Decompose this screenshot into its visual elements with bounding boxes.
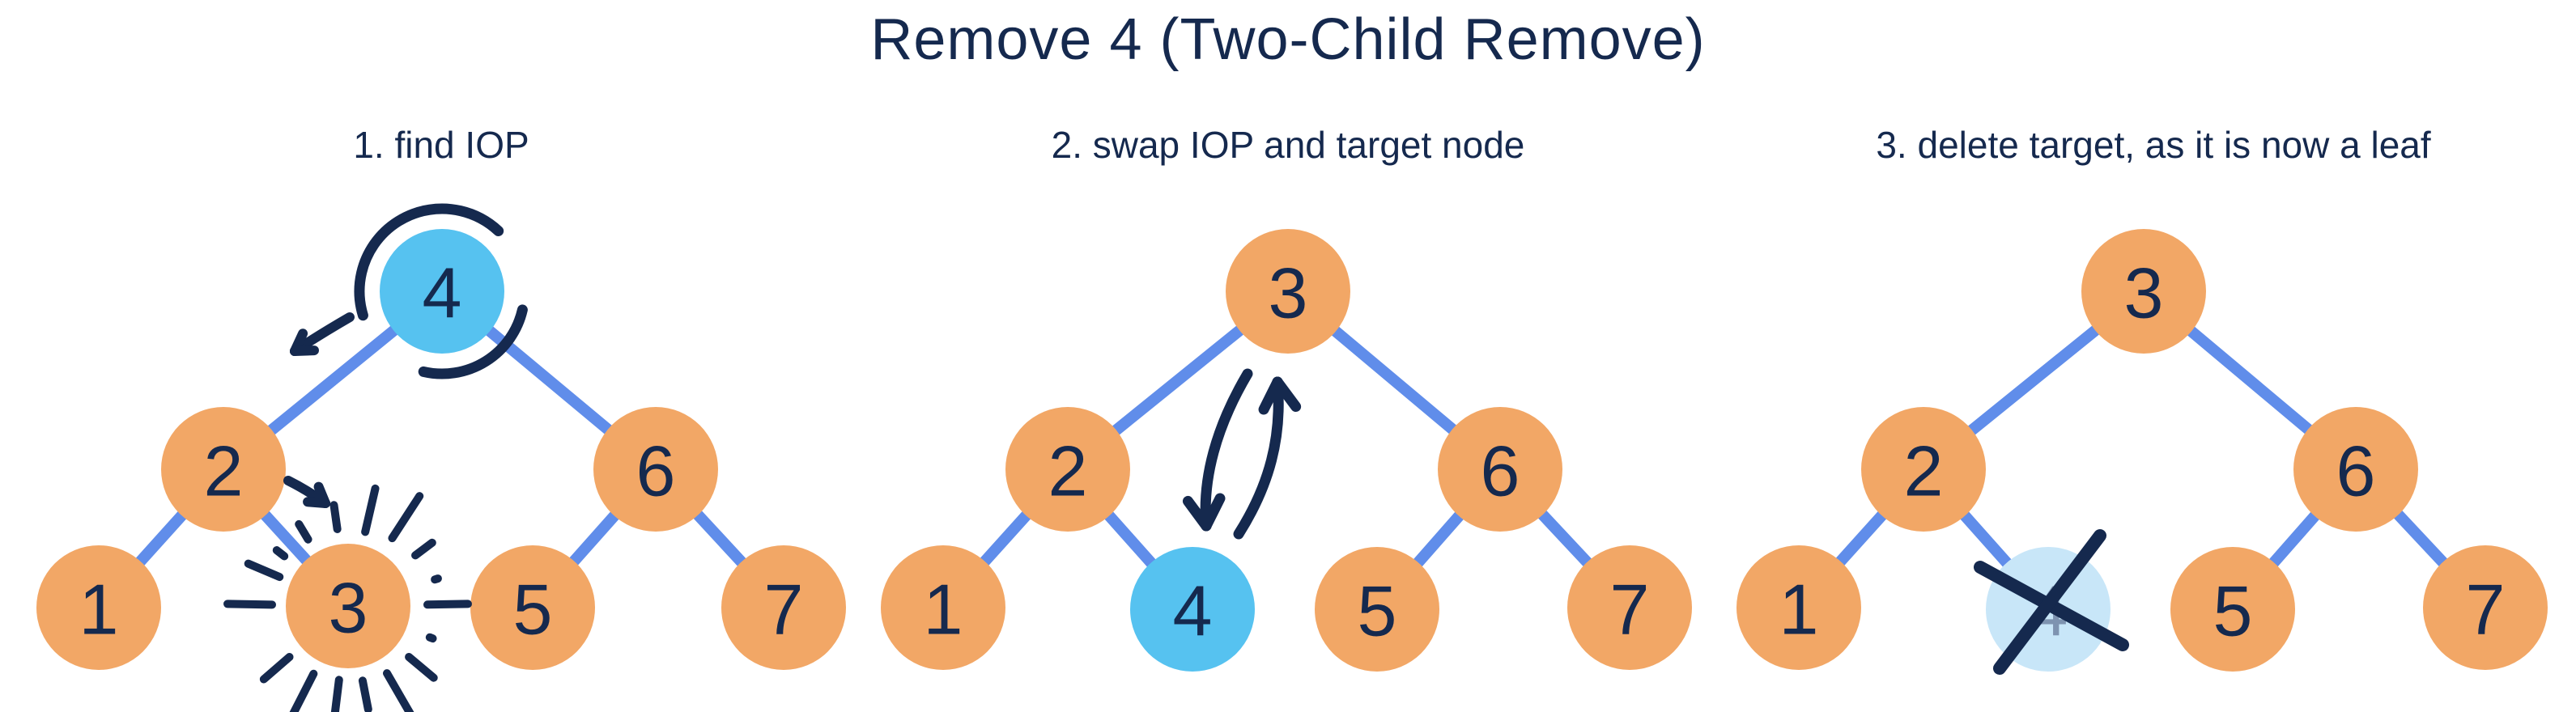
tree-node-6: 6 bbox=[1438, 407, 1562, 532]
node-label: 3 bbox=[329, 568, 368, 648]
node-label: 6 bbox=[2336, 431, 2376, 511]
arrow-shaft bbox=[1233, 376, 1284, 540]
node-label: 2 bbox=[1048, 431, 1088, 511]
tree-node-6: 6 bbox=[2293, 407, 2418, 532]
node-label: 6 bbox=[636, 431, 676, 511]
starburst-ray bbox=[411, 538, 436, 560]
node-circle bbox=[881, 545, 1005, 670]
node-label: 2 bbox=[204, 431, 244, 511]
tree-node-2: 2 bbox=[1861, 407, 1986, 532]
tree-node-2: 2 bbox=[161, 407, 286, 532]
node-circle bbox=[1226, 229, 1350, 354]
tree-node-3: 3 bbox=[286, 544, 410, 668]
arrowhead-stroke bbox=[313, 481, 330, 508]
starburst-ray bbox=[383, 669, 414, 712]
node-label: 7 bbox=[1610, 570, 1650, 650]
tree-node-4: 4 bbox=[380, 229, 504, 354]
node-label: 3 bbox=[2124, 253, 2164, 333]
starburst-ray bbox=[330, 676, 343, 712]
node-circle bbox=[1315, 547, 1439, 672]
node-label: 7 bbox=[764, 570, 804, 650]
target-node-circle-annotation bbox=[354, 203, 530, 379]
arrowhead-stroke bbox=[290, 345, 319, 356]
node-circle bbox=[470, 545, 595, 670]
node-circle bbox=[2423, 545, 2548, 670]
node-circle bbox=[721, 545, 846, 670]
panel-3-subtitle: 3. delete target, as it is now a leaf bbox=[1876, 124, 2431, 166]
tree-node-5: 5 bbox=[470, 545, 595, 670]
swap-arrow-down bbox=[1182, 368, 1253, 532]
starburst-ray bbox=[405, 652, 438, 682]
tree-node-2: 2 bbox=[1005, 407, 1130, 532]
tree-node-3: 3 bbox=[1226, 229, 1350, 354]
starburst-ray bbox=[431, 574, 442, 584]
node-circle bbox=[380, 229, 504, 354]
node-circle bbox=[1861, 407, 1986, 532]
tree-node-4: 4 bbox=[1130, 547, 1255, 672]
search-left-arrow bbox=[290, 312, 355, 356]
node-circle bbox=[2081, 229, 2206, 354]
tree-node-7: 7 bbox=[1567, 545, 1692, 670]
arrowhead-stroke bbox=[1201, 493, 1226, 532]
starburst-ray bbox=[358, 676, 372, 712]
node-label: 4 bbox=[1173, 571, 1213, 651]
node-circle bbox=[286, 544, 410, 668]
node-label: 3 bbox=[1269, 253, 1308, 333]
iop-starburst-annotation bbox=[223, 484, 472, 712]
node-circle bbox=[1005, 407, 1130, 532]
node-label: 4 bbox=[423, 253, 462, 333]
node-circle bbox=[161, 407, 286, 532]
node-label: 7 bbox=[2466, 570, 2506, 650]
tree-node-5: 5 bbox=[2170, 547, 2295, 672]
node-circle bbox=[2170, 547, 2295, 672]
node-label: 2 bbox=[1904, 431, 1944, 511]
arrow-to-iop bbox=[283, 476, 330, 508]
node-circle bbox=[593, 407, 718, 532]
tree-node-6: 6 bbox=[593, 407, 718, 532]
node-label: 1 bbox=[924, 570, 963, 650]
node-label: 5 bbox=[2213, 571, 2253, 651]
starburst-ray bbox=[329, 501, 342, 533]
panel-step-1: 4 2 6 1 3 5 7 bbox=[36, 203, 846, 712]
starburst-ray bbox=[361, 484, 380, 536]
panel-step-2: 3 2 6 1 4 5 7 bbox=[881, 229, 1692, 672]
panel-1-subtitle: 1. find IOP bbox=[353, 124, 529, 166]
node-label: 6 bbox=[1481, 431, 1520, 511]
diagram-title: Remove 4 (Two-Child Remove) bbox=[870, 7, 1706, 72]
starburst-ray bbox=[388, 492, 424, 543]
node-circle bbox=[2293, 407, 2418, 532]
starburst-ray bbox=[259, 652, 294, 684]
node-circle bbox=[1438, 407, 1562, 532]
node-label: 1 bbox=[79, 570, 119, 650]
arrow-shaft bbox=[1200, 368, 1253, 532]
starburst-ray bbox=[295, 519, 312, 544]
swap-arrow-up bbox=[1233, 376, 1302, 540]
node-circle bbox=[1567, 545, 1692, 670]
tree-node-5: 5 bbox=[1315, 547, 1439, 672]
node-label: 5 bbox=[1358, 571, 1397, 651]
starburst-ray bbox=[244, 559, 284, 582]
cross-stroke bbox=[1993, 529, 2106, 675]
tree-node-3: 3 bbox=[2081, 229, 2206, 354]
starburst-ray bbox=[272, 546, 289, 561]
node-circle bbox=[1736, 545, 1861, 670]
panel-2-subtitle: 2. swap IOP and target node bbox=[1051, 124, 1525, 166]
tree-node-1: 1 bbox=[36, 545, 161, 670]
node-circle bbox=[1130, 547, 1255, 672]
arrowhead-stroke bbox=[1258, 376, 1283, 415]
node-label: 5 bbox=[513, 570, 553, 650]
starburst-ray bbox=[289, 669, 318, 712]
tree-node-1: 1 bbox=[1736, 545, 1861, 670]
encircle-stroke bbox=[354, 203, 530, 379]
tree-node-1: 1 bbox=[881, 545, 1005, 670]
tree-node-7: 7 bbox=[721, 545, 846, 670]
delete-cross-annotation bbox=[1974, 529, 2129, 675]
tree-node-7: 7 bbox=[2423, 545, 2548, 670]
node-circle bbox=[36, 545, 161, 670]
node-label: 1 bbox=[1779, 570, 1819, 650]
